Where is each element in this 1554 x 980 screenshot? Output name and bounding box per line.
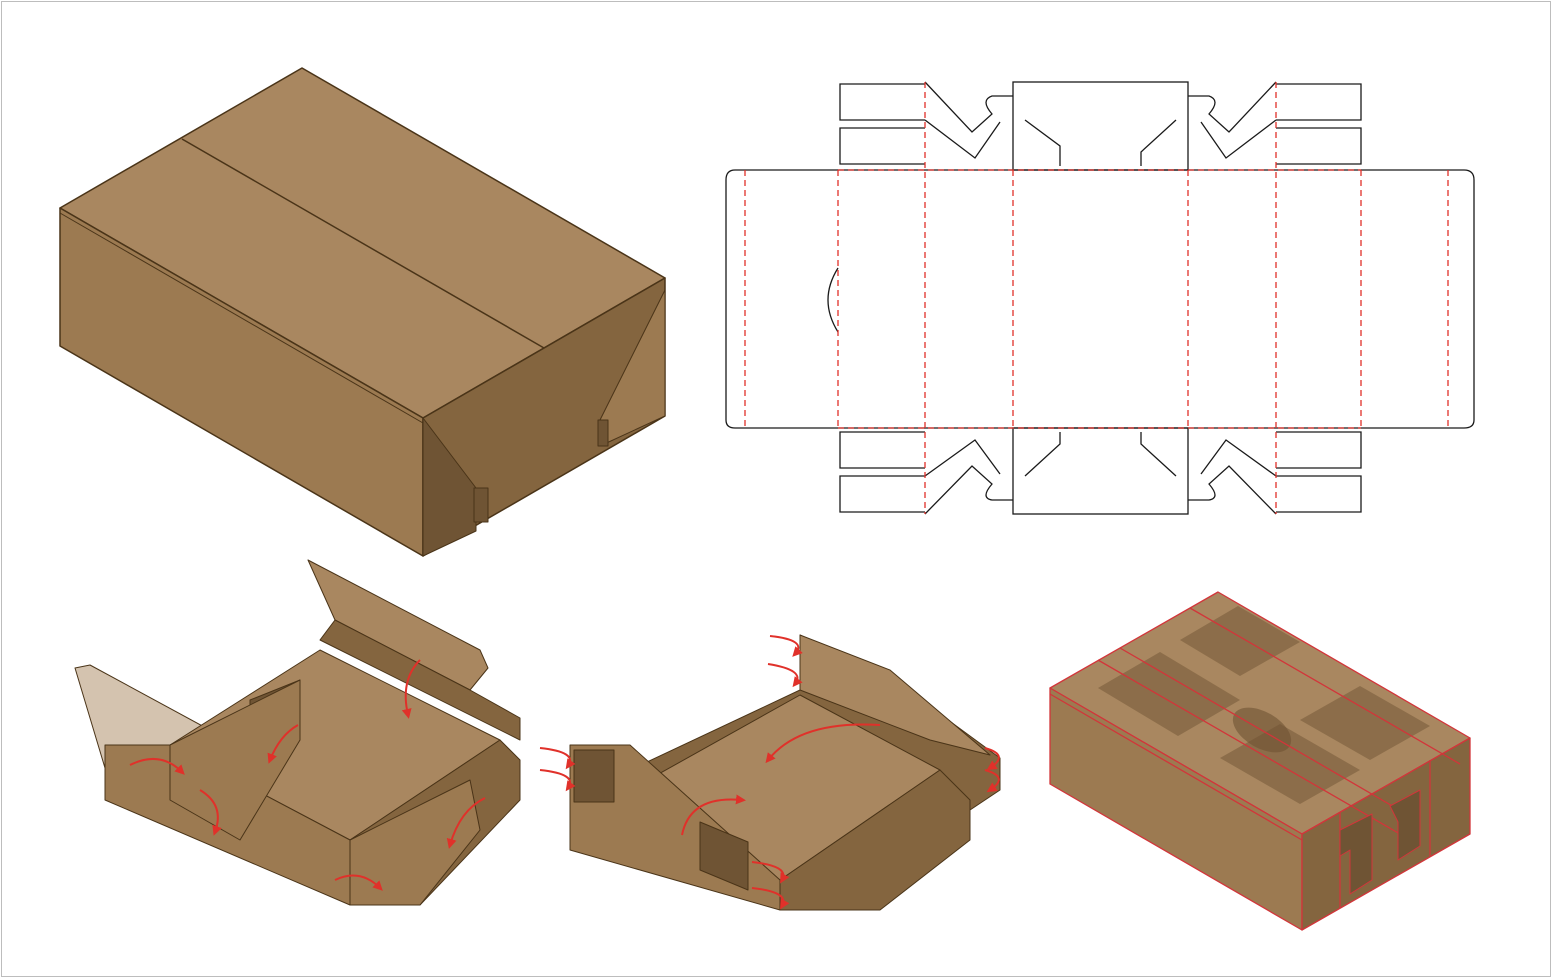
dieline-bottom-left-notch <box>924 439 1001 477</box>
dieline-bottom-left-dust-flap <box>924 465 1013 515</box>
closed-box-front-seam <box>59 212 424 424</box>
dieline-bottom-center-cut-left <box>1024 432 1061 477</box>
transparent-box-top-panel-1 <box>1098 652 1240 736</box>
step2-arrows <box>539 635 1000 910</box>
closed-box-side-flap <box>422 417 477 557</box>
dieline-top-left-tab-2 <box>839 127 925 165</box>
dieline-bottom-right-dust-flap <box>1188 465 1277 515</box>
step1-right-flap <box>349 779 481 906</box>
transparent-box-top-panel-3 <box>1300 686 1430 760</box>
dieline-fold-lines <box>744 82 1449 514</box>
dieline-top-right-dust-flap <box>1188 81 1277 133</box>
dieline-top-center-flap <box>1012 81 1189 171</box>
dieline-body <box>725 169 1475 429</box>
dieline-bottom-left-tab-2 <box>839 475 925 513</box>
closed-box-slot-2 <box>597 419 609 447</box>
closed-box <box>59 67 666 557</box>
dieline-top-center-cut-left <box>1024 119 1061 166</box>
dieline-bottom-center-cut-right <box>1140 432 1177 477</box>
dieline-top-left-notch <box>924 119 1001 159</box>
step1-back-wall <box>319 619 521 741</box>
dieline-bottom-left-tab-1 <box>839 431 925 469</box>
step1-left-flap <box>169 679 301 841</box>
transparent-box-edge-lines <box>1049 607 1461 908</box>
dieline-top-right-tab-2 <box>1276 127 1362 165</box>
assembly-step-2 <box>539 634 1001 911</box>
dieline-top-right-tab-1 <box>1276 83 1362 121</box>
transparent-box-side-tab <box>1339 813 1373 895</box>
transparent-box <box>1049 591 1471 931</box>
step2-window-left <box>573 749 615 803</box>
dieline-top-left-dust-flap <box>924 81 1013 133</box>
dieline-bottom-center-flap <box>1012 427 1189 515</box>
closed-box-top-seam <box>181 138 545 349</box>
dieline <box>725 81 1475 515</box>
dieline-bottom-right-tab-1 <box>1276 431 1362 469</box>
step2-right-wall <box>779 769 971 911</box>
step1-arrows <box>129 659 486 891</box>
dieline-top-center-cut-right <box>1140 119 1177 166</box>
closed-box-slot-1 <box>473 487 489 523</box>
transparent-box-side-face <box>1301 737 1471 931</box>
dieline-bottom-right-notch <box>1200 439 1277 477</box>
dieline-handle-cutout <box>827 267 839 333</box>
dieline-bottom-right-tab-2 <box>1276 475 1362 513</box>
assembly-step-1 <box>74 559 521 906</box>
transparent-box-side-tab-2 <box>1389 789 1421 861</box>
step2-window-front <box>699 821 749 891</box>
transparent-box-top-panel-4 <box>1180 606 1300 676</box>
dieline-top-left-tab-1 <box>839 83 925 121</box>
step1-back-lid <box>307 559 489 691</box>
dieline-top-right-notch <box>1200 119 1277 159</box>
